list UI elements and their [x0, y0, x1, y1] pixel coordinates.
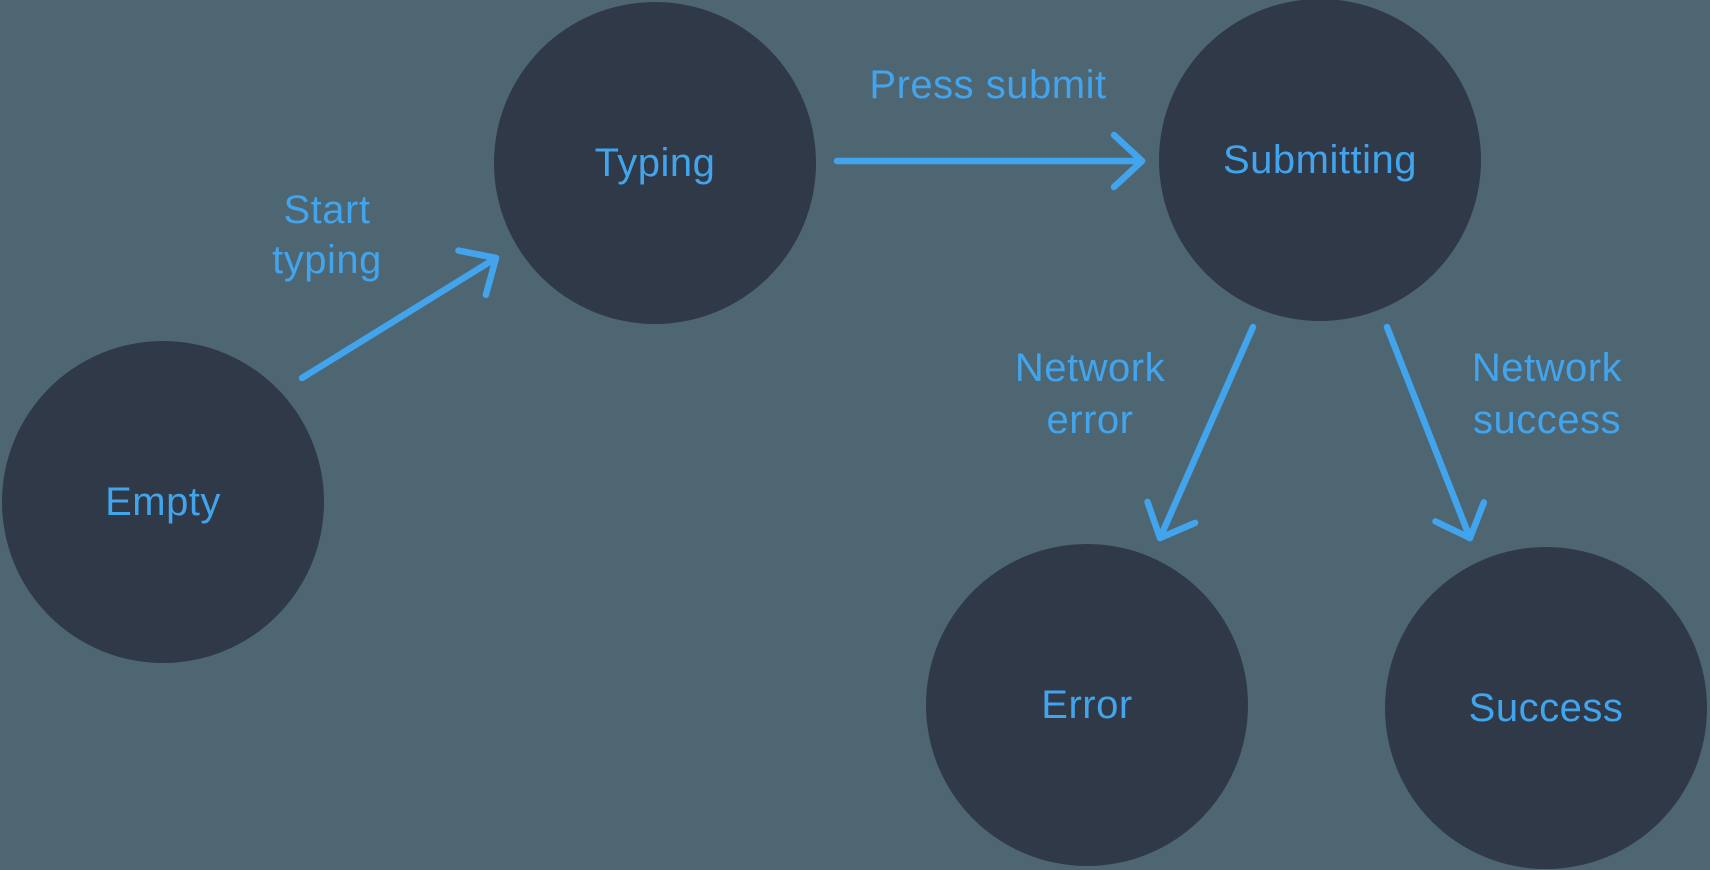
state-label-empty: Empty [105, 479, 221, 524]
state-node-submitting: Submitting [1159, 0, 1481, 321]
state-node-error: Error [926, 544, 1248, 866]
state-label-typing: Typing [594, 140, 716, 185]
edge-label-start-typing: Start typing [272, 188, 382, 282]
state-node-success: Success [1385, 547, 1707, 869]
state-label-error: Error [1041, 682, 1133, 727]
edge-label-network-error: Network error [1014, 346, 1166, 442]
state-label-submitting: Submitting [1223, 137, 1417, 182]
state-node-typing: Typing [494, 2, 816, 324]
edge-arrow-network-error [1144, 323, 1257, 542]
edge-arrow-press-submit [833, 131, 1146, 191]
state-node-empty: Empty [2, 341, 324, 663]
edge-arrow-start-typing [298, 247, 500, 382]
edge-label-press-submit: Press submit [869, 63, 1107, 107]
edge-arrow-network-success [1383, 323, 1488, 542]
edge-label-network-success: Network success [1471, 346, 1623, 442]
state-label-success: Success [1468, 685, 1624, 730]
